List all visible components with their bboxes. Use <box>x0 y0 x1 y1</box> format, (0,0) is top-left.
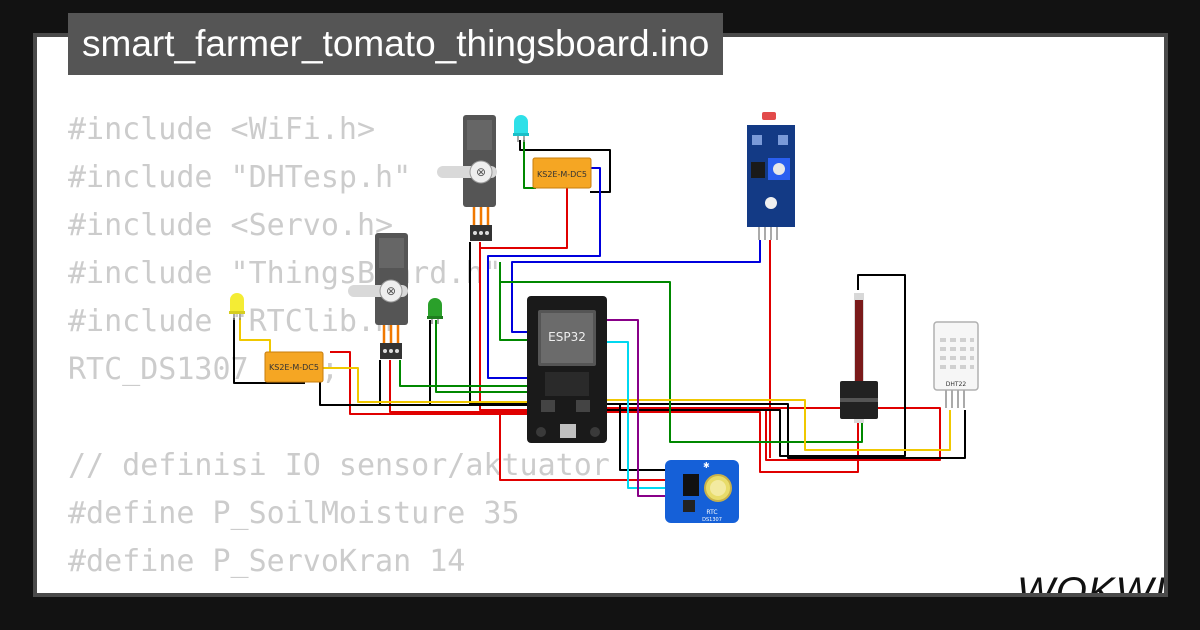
wire-red <box>389 360 528 413</box>
wire-black <box>606 274 906 457</box>
rtc-ds1307-module[interactable]: RTC DS1307 ✱ <box>665 460 739 523</box>
wire-red <box>606 407 941 461</box>
esp32-board[interactable]: ESP32 <box>527 296 607 443</box>
wire-red <box>479 242 528 411</box>
wire-yellow <box>606 399 951 451</box>
slide-potentiometer[interactable] <box>840 293 878 423</box>
wire-red <box>499 414 668 481</box>
wire-yellow <box>320 367 528 403</box>
wire-purple <box>606 319 668 497</box>
relay-module-2[interactable]: KS2E-M-DC5 <box>264 351 324 383</box>
svg-text:✱: ✱ <box>703 461 710 470</box>
project-title: smart_farmer_tomato_thingsboard.ino <box>68 13 724 75</box>
led-yellow[interactable] <box>229 293 245 320</box>
rtc-label: RTC <box>706 509 717 516</box>
wire-green <box>499 262 863 443</box>
rtc-sublabel: DS1307 <box>702 517 722 523</box>
led-green[interactable] <box>427 298 443 324</box>
wire-black <box>519 140 611 193</box>
servo-motor-2[interactable]: ⊗ <box>348 233 408 359</box>
wire-black <box>319 378 528 406</box>
svg-text:⊗: ⊗ <box>476 165 486 179</box>
wire-red <box>606 411 859 473</box>
led-cyan[interactable] <box>513 115 529 142</box>
wire-blue <box>511 240 761 333</box>
circuit-diagram: ⊗ ⊗ <box>229 112 979 523</box>
wire-black <box>606 403 966 459</box>
wire-yellow <box>239 318 280 357</box>
relay-label: KS2E-M-DC5 <box>537 170 587 179</box>
wire-cyan <box>606 341 668 489</box>
dht22-sensor[interactable]: DHT22 <box>933 321 979 408</box>
light-sensor-module[interactable] <box>747 112 795 240</box>
wokwi-logo: WOKWI <box>1017 570 1164 593</box>
wire-green <box>499 282 528 341</box>
servo-motor-1[interactable]: ⊗ <box>437 115 497 241</box>
wire-red <box>330 351 528 415</box>
svg-text:⊗: ⊗ <box>386 284 396 298</box>
wire-green <box>435 320 528 393</box>
wokwi-brand-text: WOKWI <box>1017 570 1164 593</box>
wire-black <box>233 318 305 384</box>
esp32-label: ESP32 <box>548 330 586 344</box>
relay-module-1[interactable]: KS2E-M-DC5 <box>532 157 592 189</box>
wire-green <box>399 360 528 387</box>
wire-blue <box>487 167 601 379</box>
wire-green <box>523 140 536 189</box>
dht-label: DHT22 <box>946 381 967 388</box>
simulation-canvas[interactable]: #include <WiFi.h>#include "DHTesp.h"#inc… <box>37 37 1164 593</box>
relay-label: KS2E-M-DC5 <box>269 363 319 372</box>
